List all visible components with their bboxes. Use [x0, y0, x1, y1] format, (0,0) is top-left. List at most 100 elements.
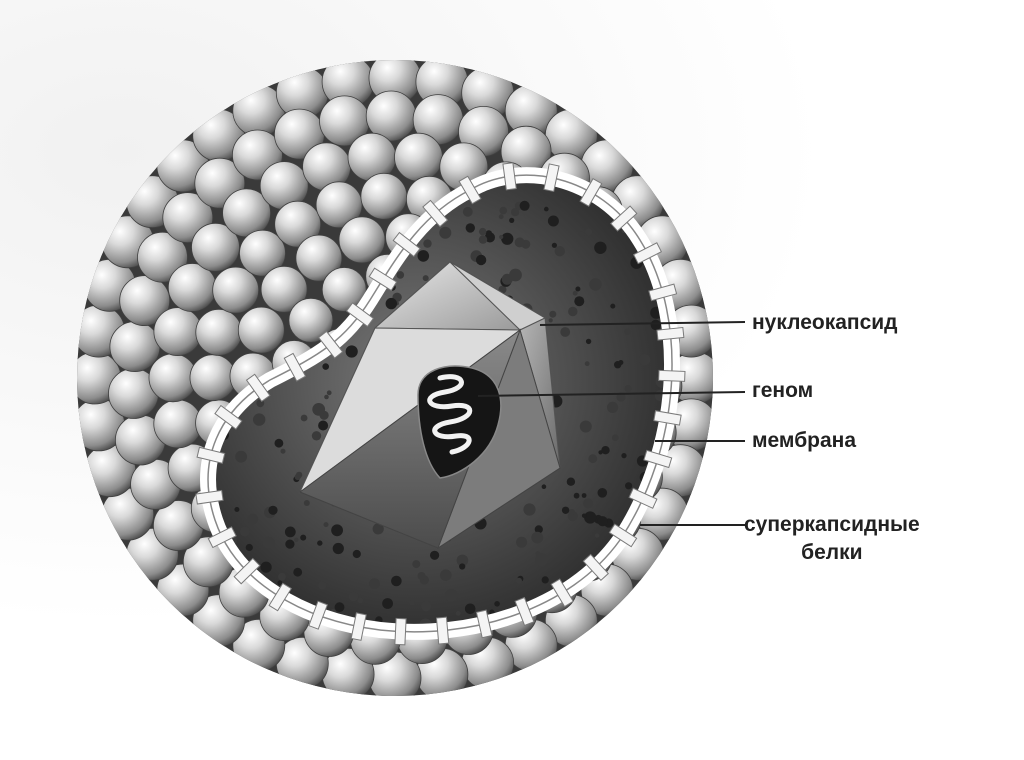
- matrix-particle: [668, 170, 673, 175]
- matrix-particle: [245, 543, 253, 552]
- membrane-protein: [610, 205, 638, 232]
- matrix-particle: [332, 542, 344, 555]
- envelope-sphere: [119, 275, 171, 327]
- matrix-particle: [475, 254, 487, 266]
- matrix-particle: [581, 513, 587, 518]
- matrix-particle: [607, 401, 619, 413]
- matrix-particle: [485, 230, 492, 237]
- matrix-particle: [627, 434, 633, 440]
- label-nucleocapsid: нуклеокапсид: [752, 311, 898, 334]
- matrix-particle: [280, 448, 286, 454]
- envelope-sphere: [338, 216, 386, 264]
- matrix-particle: [300, 534, 307, 541]
- matrix-particle: [247, 513, 259, 525]
- matrix-particle: [516, 536, 528, 548]
- matrix-particle: [572, 290, 578, 296]
- matrix-particle: [597, 516, 608, 527]
- matrix-particle: [293, 567, 303, 577]
- matrix-particle: [568, 508, 575, 516]
- matrix-particle: [551, 242, 558, 248]
- membrane-protein: [233, 557, 261, 585]
- membrane-protein: [392, 231, 421, 258]
- matrix-particle: [535, 553, 548, 567]
- membrane-protein: [502, 162, 517, 191]
- membrane-protein: [345, 302, 375, 328]
- matrix-particle: [262, 536, 275, 549]
- membrane-protein: [317, 330, 344, 359]
- membrane-protein: [579, 177, 603, 207]
- matrix-particle: [409, 599, 415, 606]
- matrix-particle: [396, 271, 405, 279]
- matrix-particle: [234, 507, 240, 512]
- matrix-particle: [601, 446, 610, 455]
- matrix-particle: [331, 524, 343, 537]
- matrix-particle: [499, 234, 504, 240]
- matrix-particle: [584, 228, 593, 236]
- matrix-particle: [594, 627, 605, 632]
- matrix-particle: [610, 303, 616, 309]
- matrix-particle: [541, 576, 549, 584]
- envelope-sphere: [191, 222, 240, 272]
- matrix-particle: [277, 580, 283, 586]
- matrix-particle: [597, 488, 608, 498]
- membrane-protein: [422, 199, 449, 228]
- membrane-protein: [550, 578, 574, 608]
- envelope-sphere: [212, 266, 260, 314]
- matrix-particle: [464, 603, 476, 615]
- matrix-particle: [391, 575, 402, 587]
- membrane-protein: [628, 487, 658, 509]
- matrix-particle: [478, 235, 488, 244]
- matrix-particle: [462, 206, 473, 217]
- membrane-protein: [608, 523, 638, 548]
- envelope-sphere: [195, 308, 243, 356]
- envelope-sphere: [239, 229, 286, 277]
- matrix-particle: [574, 296, 585, 307]
- membrane-protein: [658, 369, 686, 382]
- envelope-sphere: [189, 354, 237, 402]
- matrix-particle: [318, 581, 327, 590]
- matrix-particle: [650, 319, 661, 331]
- matrix-particle: [465, 223, 475, 233]
- matrix-particle: [624, 385, 632, 393]
- matrix-particle: [382, 598, 393, 609]
- matrix-particle: [317, 540, 323, 546]
- genome-strand: [427, 374, 473, 455]
- matrix-particle: [369, 578, 380, 590]
- label-superproteins: суперкапсидные белки: [744, 511, 920, 567]
- matrix-particle: [348, 591, 359, 602]
- matrix-particle: [560, 327, 571, 337]
- matrix-particle: [573, 492, 580, 499]
- envelope-sphere: [295, 234, 343, 282]
- matrix-particle: [235, 450, 248, 463]
- matrix-particle: [584, 511, 597, 524]
- matrix-particle: [278, 572, 286, 581]
- matrix-particle: [666, 629, 673, 632]
- matrix-particle: [579, 420, 592, 433]
- envelope-sphere: [137, 231, 188, 283]
- label-superproteins-line2: белки: [801, 541, 863, 564]
- matrix-particle: [274, 438, 284, 448]
- matrix-particle: [662, 586, 668, 593]
- membrane-protein: [643, 449, 673, 469]
- matrix-particle: [385, 297, 397, 310]
- matrix-particle: [534, 525, 543, 534]
- membrane-protein: [268, 582, 292, 612]
- matrix-particle: [430, 550, 440, 560]
- matrix-particle: [489, 609, 495, 615]
- envelope-sphere: [260, 265, 308, 313]
- matrix-particle: [300, 414, 308, 422]
- matrix-particle: [323, 522, 329, 528]
- matrix-particle: [554, 246, 565, 257]
- envelope-sphere: [288, 297, 334, 343]
- matrix-particle: [566, 477, 576, 486]
- membrane-proteins: [195, 162, 686, 646]
- membrane-protein: [368, 267, 398, 292]
- envelope-sphere: [360, 172, 408, 220]
- matrix-particle: [547, 215, 559, 227]
- membrane-protein: [514, 596, 535, 627]
- membrane-protein: [245, 373, 271, 402]
- cutaway-interior: [195, 162, 686, 646]
- matrix-particle: [544, 206, 549, 212]
- matrix-particle: [523, 503, 536, 516]
- membrane-protein: [308, 600, 328, 630]
